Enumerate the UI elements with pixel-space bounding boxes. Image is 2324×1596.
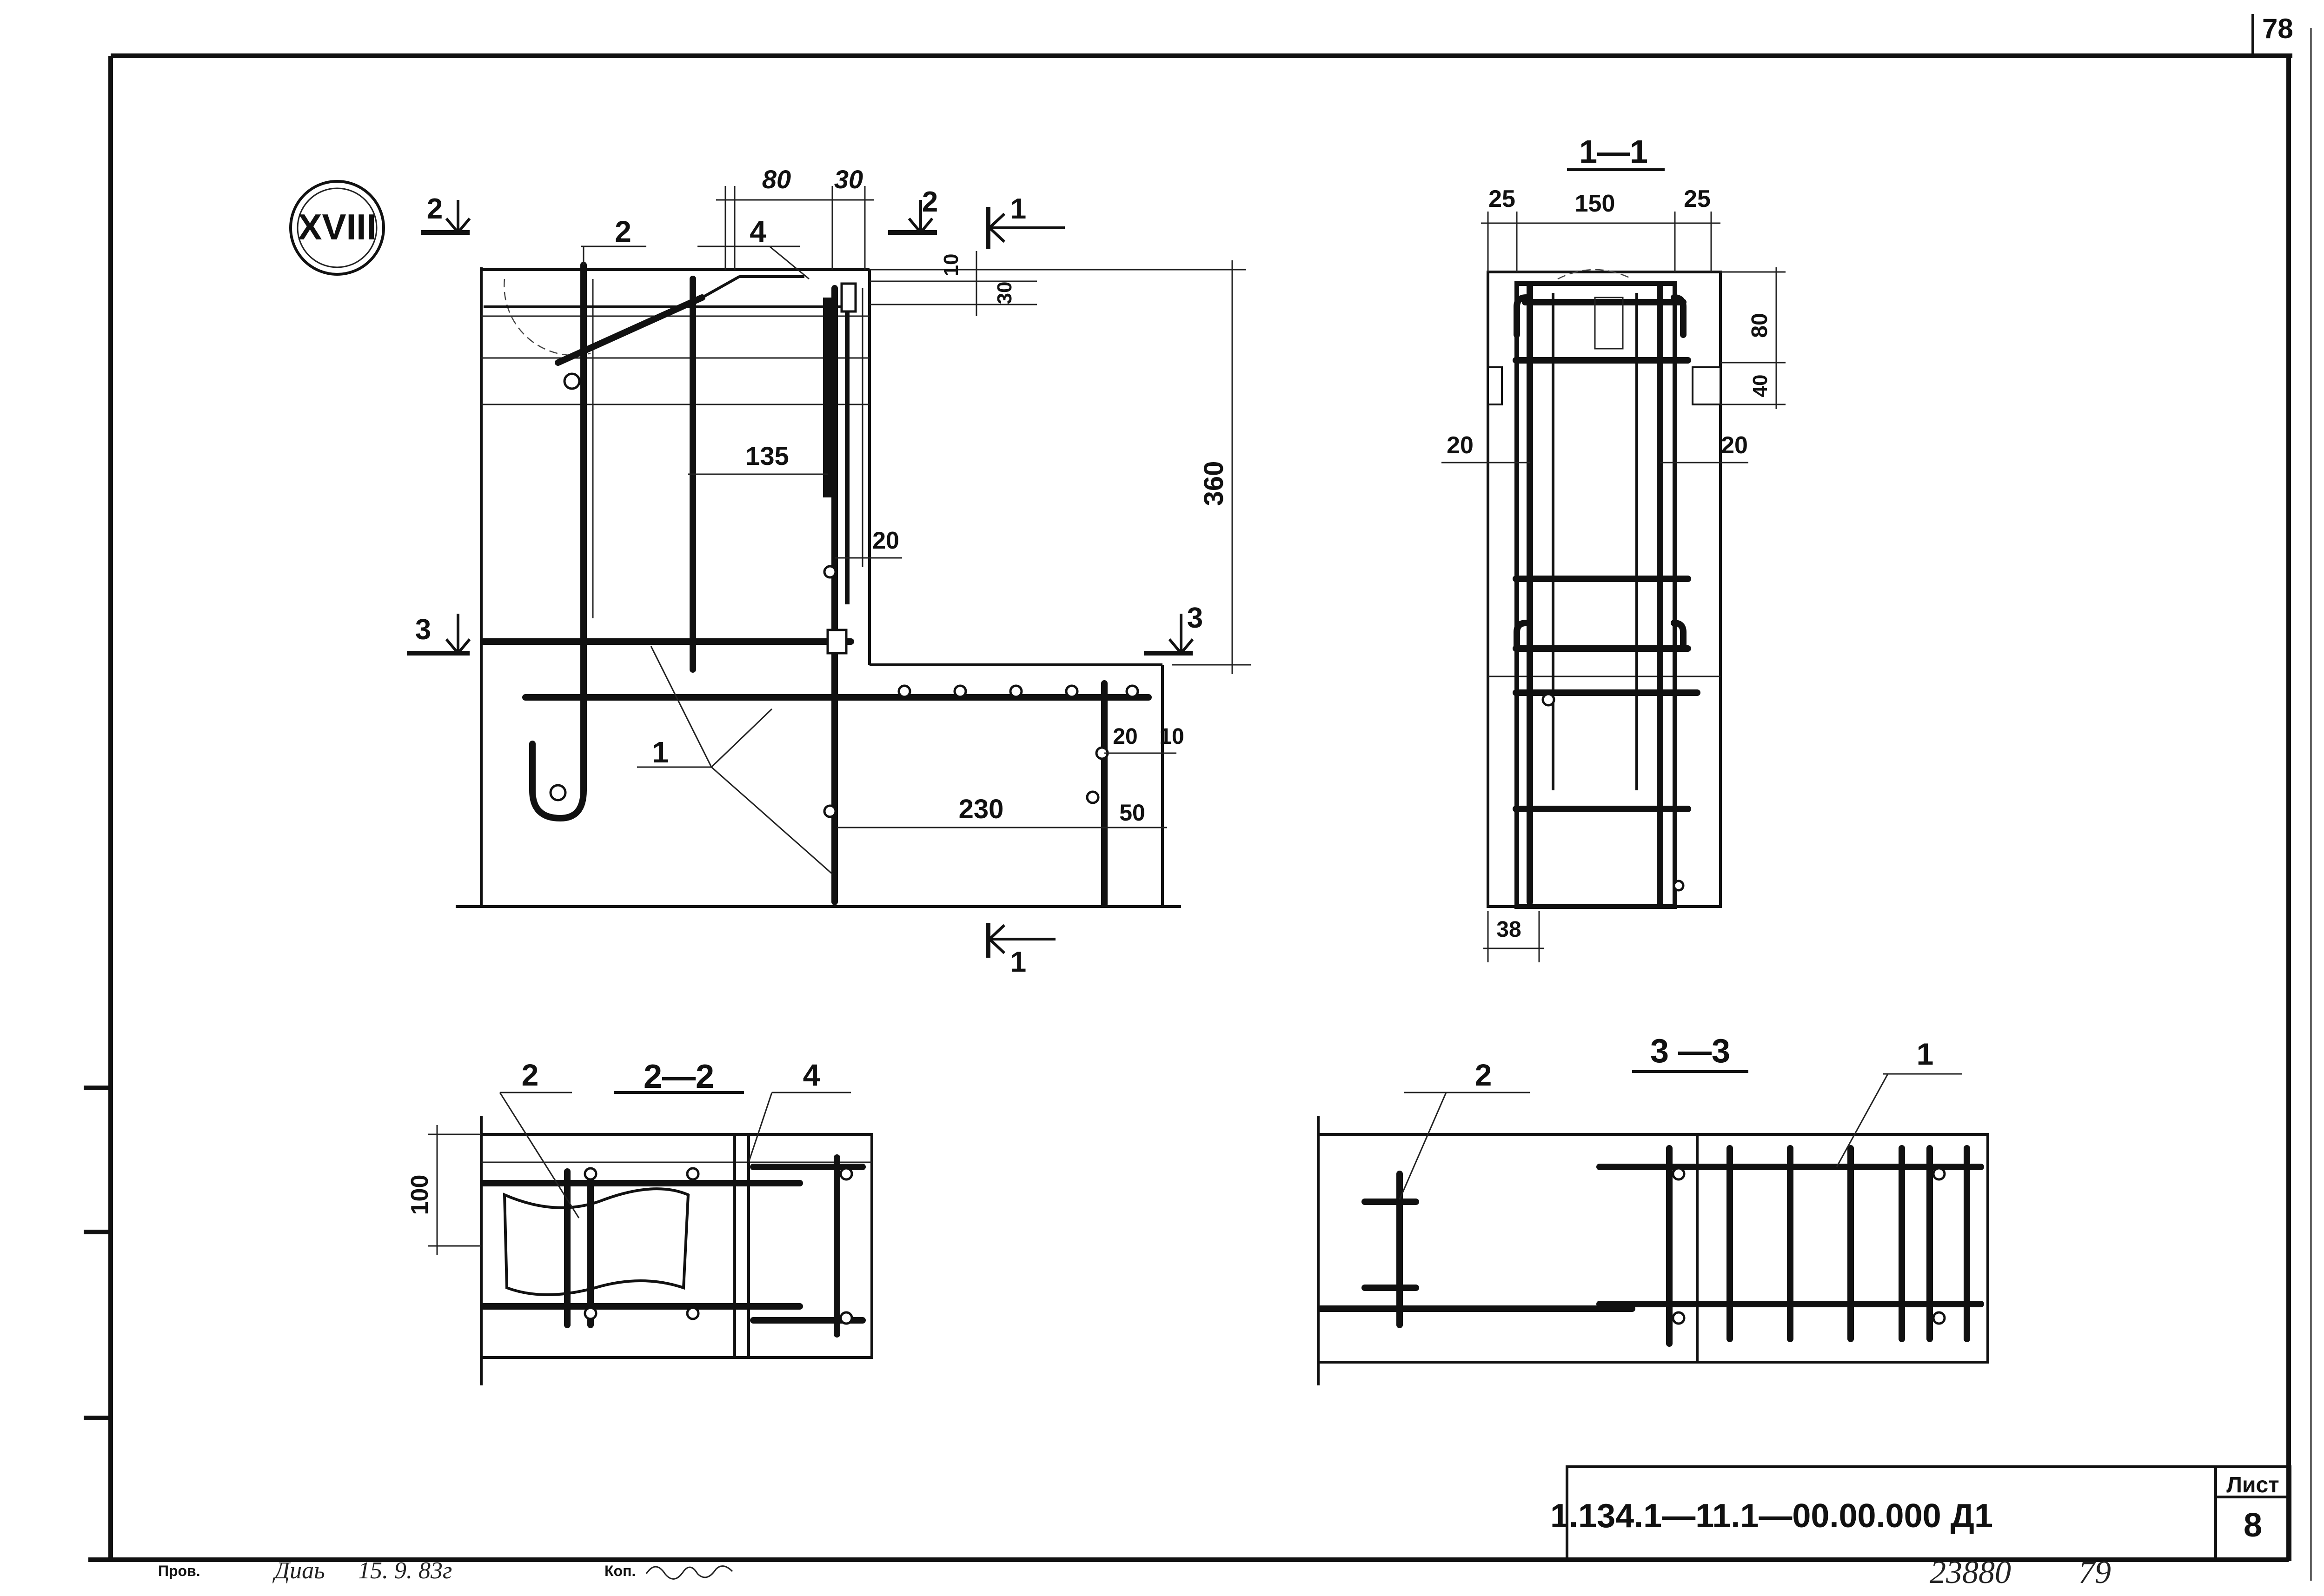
section-mark-1-top: 1: [1010, 193, 1026, 225]
checked-signature: Диаь: [272, 1557, 325, 1584]
section-mark-2-right: 2: [922, 186, 938, 218]
sec11-dim-40: 40: [1749, 375, 1772, 397]
sec33-position-1: 1: [1917, 1037, 1934, 1071]
inventory-number: 23880: [1930, 1555, 2011, 1590]
sheet-frame: [84, 14, 2312, 1581]
position-4-label: 4: [750, 215, 766, 248]
copied-signature: [645, 1565, 733, 1580]
sec22-dim-100: 100: [406, 1175, 433, 1215]
dim-20-mid: 20: [872, 527, 899, 554]
dim-230: 230: [959, 794, 1004, 824]
dim-30-top: 30: [834, 165, 863, 194]
dim-135: 135: [745, 441, 789, 470]
sec11-dim-25-left: 25: [1488, 185, 1515, 212]
section-1-1-title: 1—1: [1579, 133, 1648, 170]
sec33-position-2: 2: [1475, 1058, 1492, 1092]
document-designation: 1.134.1—11.1—00.00.000 Д1: [1550, 1497, 1993, 1535]
section-1-1-view: 1—1: [1441, 133, 1786, 962]
section-2-2-title: 2—2: [644, 1058, 714, 1095]
node-mark: XVIII: [289, 180, 385, 276]
node-mark-label: XVIII: [298, 206, 376, 247]
main-reinforcement: [480, 262, 1152, 907]
section-mark-3-right: 3: [1187, 602, 1203, 634]
section-mark-2-left: 2: [427, 193, 443, 225]
section-mark-3-left: 3: [415, 614, 431, 646]
dim-50: 50: [1119, 800, 1145, 826]
sec11-dim-20-left: 20: [1447, 432, 1474, 459]
sec11-dim-80: 80: [1747, 313, 1772, 338]
copied-label: Коп.: [604, 1563, 636, 1579]
sec11-dim-38: 38: [1496, 917, 1521, 942]
dim-10-bottom: 10: [1159, 724, 1184, 749]
dim-30-right: 30: [993, 282, 1016, 305]
dim-80: 80: [762, 165, 791, 194]
position-2-label: 2: [615, 215, 631, 248]
main-dimension-lines: [688, 186, 1251, 828]
section-marks: [407, 200, 1194, 958]
sec11-dim-150: 150: [1575, 190, 1615, 217]
main-leaders: [581, 245, 833, 875]
sec22-position-2: 2: [522, 1058, 539, 1092]
checked-date: 15. 9. 83г: [358, 1557, 452, 1584]
dim-10: 10: [940, 254, 963, 277]
format-number: 79: [2078, 1555, 2111, 1590]
section-2-2-view: 2—2: [428, 1058, 873, 1385]
dim-360: 360: [1199, 461, 1229, 506]
section-3-3-view: 3 —3: [1317, 1033, 1989, 1385]
sheet-label: Лист: [2226, 1473, 2279, 1497]
section-3-3-title: 3 —3: [1650, 1033, 1730, 1070]
sec11-dim-20-right: 20: [1721, 432, 1748, 459]
position-1-label: 1: [652, 735, 669, 769]
sec11-dim-25-right: 25: [1684, 185, 1711, 212]
sec22-position-4: 4: [803, 1058, 820, 1092]
page-number: 78: [2262, 13, 2293, 44]
checked-label: Пров.: [158, 1563, 200, 1579]
sheet-number: 8: [2244, 1507, 2262, 1544]
title-block: [1566, 1465, 2291, 1561]
main-elevation-view: XVIII: [289, 165, 1251, 978]
section-mark-1-bottom: 1: [1010, 946, 1026, 978]
concrete-outline: [456, 267, 1181, 908]
dim-20-bottom: 20: [1113, 724, 1137, 749]
